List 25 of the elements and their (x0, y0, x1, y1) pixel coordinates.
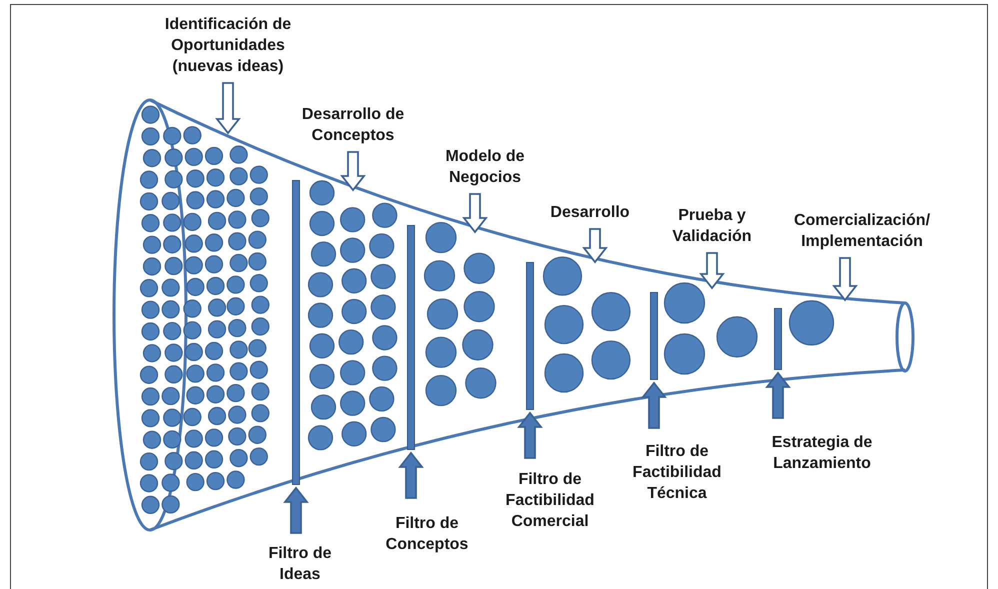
stage-label: Desarrollo de Conceptos (278, 104, 428, 146)
filter-label: Filtro de Conceptos (372, 513, 482, 555)
arrow (283, 486, 309, 534)
filter-bar (292, 180, 300, 485)
arrow (398, 452, 424, 499)
filter-bar (407, 225, 415, 450)
strategy-label: Estrategia de Lanzamiento (747, 432, 897, 474)
arrow (517, 412, 543, 459)
arrow (582, 228, 608, 264)
filter-bar (774, 308, 782, 370)
stage-label: Modelo de Negocios (430, 146, 540, 188)
stage-label: Comercialización/ Implementación (772, 210, 952, 252)
arrow (462, 193, 488, 234)
arrow (340, 151, 366, 192)
arrow (765, 372, 791, 419)
stage-label: Prueba y Validación (652, 205, 772, 247)
stage-label: Identificación de Oportunidades (nuevas ideas) (146, 14, 310, 77)
stage-label: Desarrollo (535, 202, 645, 223)
arrow (641, 382, 667, 429)
filter-label: Filtro de Ideas (255, 543, 345, 585)
filter-bar (650, 292, 658, 380)
arrow (832, 257, 858, 302)
arrow (699, 252, 725, 290)
arrow (215, 82, 241, 134)
filter-bar (526, 262, 534, 410)
